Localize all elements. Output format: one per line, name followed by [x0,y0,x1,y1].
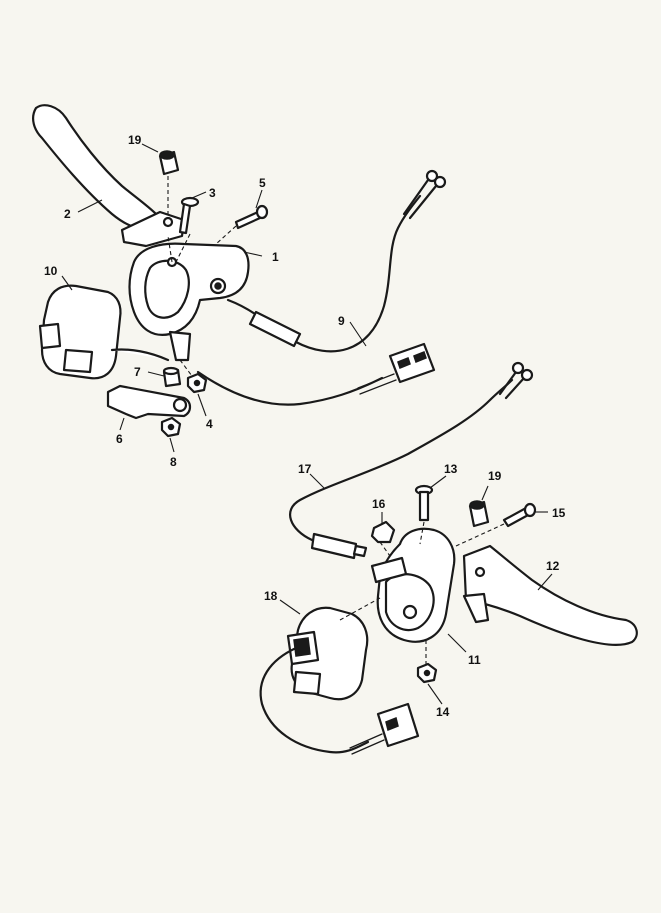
callout-leaders [61,143,553,705]
bushing-cap-upper [158,150,180,176]
pivot-bolt-right [414,484,434,522]
clutch-lever [32,104,186,248]
nut-14 [416,662,438,684]
callout-10: 10 [44,264,58,278]
right-harness [259,646,420,755]
collar-7 [162,366,182,388]
callout-labels: 1 2 3 4 5 6 7 8 9 10 11 12 13 14 15 16 1… [44,133,566,719]
nut-8 [160,416,182,438]
brake-lever [462,544,638,646]
callout-7: 7 [134,365,141,379]
lever-bracket [128,242,250,362]
pivot-bolt [178,196,200,235]
callout-16: 16 [372,497,386,511]
callout-4: 4 [206,417,213,431]
callout-11: 11 [468,653,481,667]
clamp-screw-right [502,502,537,528]
right-switch-housing [286,606,369,701]
switch-plug [370,520,396,544]
bushing-cap-lower [468,500,490,528]
callout-6: 6 [116,432,123,446]
brake-switch-cable [289,361,534,560]
callout-15: 15 [552,506,566,520]
callout-13: 13 [444,462,458,476]
callout-14: 14 [436,705,450,719]
callout-19-upper: 19 [128,133,142,147]
left-switch-housing [38,284,170,380]
callout-18: 18 [264,589,278,603]
nut-4 [186,372,208,394]
callout-17: 17 [298,462,312,476]
master-cylinder-bracket [370,527,456,643]
left-harness [196,342,436,406]
callout-3: 3 [209,186,216,200]
callout-9: 9 [338,314,345,328]
small-lever [106,384,192,420]
callout-19-lower: 19 [488,469,502,483]
clamp-screw [234,204,269,230]
callout-12: 12 [546,559,560,573]
callout-1: 1 [272,250,279,264]
callout-8: 8 [170,455,177,469]
callout-5: 5 [259,176,266,190]
callout-2: 2 [64,207,71,221]
clutch-switch-cable [226,169,447,353]
